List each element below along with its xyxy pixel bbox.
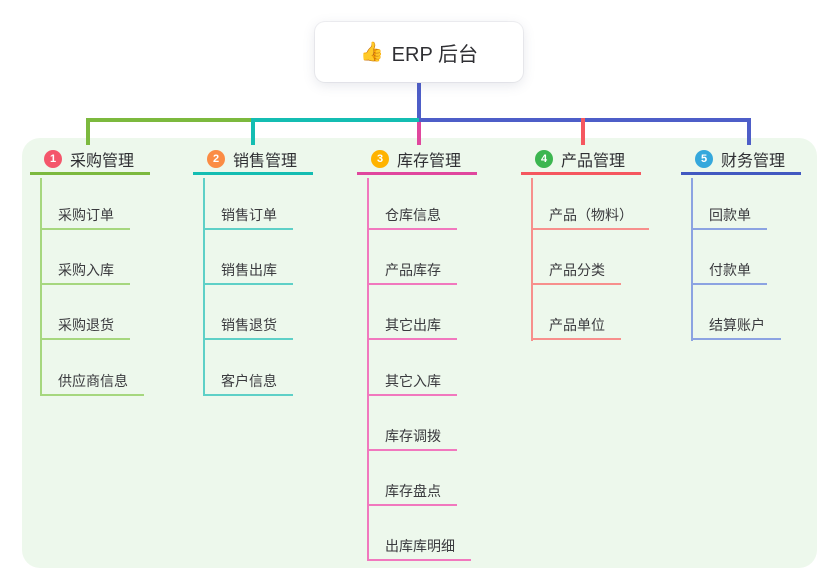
branch-child-connector — [691, 178, 693, 341]
drop-line-purchase — [86, 118, 90, 145]
child-node[interactable]: 采购退货 — [40, 310, 130, 340]
branch-label: 财务管理 — [721, 153, 786, 170]
drop-line-sales — [251, 118, 255, 145]
connector-segment-blue — [419, 118, 751, 122]
branch-number-badge: 1 — [44, 150, 62, 168]
drop-line-product — [581, 118, 585, 145]
child-node[interactable]: 客户信息 — [203, 366, 293, 396]
child-node[interactable]: 出库库明细 — [367, 531, 471, 561]
child-node[interactable]: 采购入库 — [40, 255, 130, 285]
child-node[interactable]: 销售出库 — [203, 255, 293, 285]
branch-number-badge: 5 — [695, 150, 713, 168]
child-node[interactable]: 供应商信息 — [40, 366, 144, 396]
branch-child-connector — [203, 178, 205, 396]
branch-header-inventory[interactable]: 3 库存管理 — [357, 146, 477, 175]
thumbs-up-icon: 👍 — [360, 42, 384, 63]
branch-header-product[interactable]: 4 产品管理 — [521, 146, 641, 175]
child-node[interactable]: 库存调拨 — [367, 421, 457, 451]
branch-header-purchase[interactable]: 1 采购管理 — [30, 146, 150, 175]
child-node[interactable]: 库存盘点 — [367, 476, 457, 506]
branch-header-finance[interactable]: 5 财务管理 — [681, 146, 801, 175]
child-node[interactable]: 产品分类 — [531, 255, 621, 285]
branch-label: 采购管理 — [70, 153, 135, 170]
root-node[interactable]: 👍 ERP 后台 — [315, 22, 523, 82]
child-node[interactable]: 销售订单 — [203, 200, 293, 230]
branch-child-connector — [40, 178, 42, 396]
branch-number-badge: 3 — [371, 150, 389, 168]
branches-panel — [22, 138, 817, 568]
child-node[interactable]: 仓库信息 — [367, 200, 457, 230]
branch-number-badge: 2 — [207, 150, 225, 168]
branch-child-connector — [367, 178, 369, 561]
child-node[interactable]: 结算账户 — [691, 310, 781, 340]
connector-segment-green — [86, 118, 253, 122]
branch-label: 销售管理 — [233, 153, 298, 170]
child-node[interactable]: 其它入库 — [367, 366, 457, 396]
child-node[interactable]: 采购订单 — [40, 200, 130, 230]
drop-line-inventory — [417, 122, 421, 145]
drop-line-finance — [747, 118, 751, 145]
branch-child-connector — [531, 178, 533, 341]
root-stem-line — [417, 82, 421, 118]
child-node[interactable]: 产品单位 — [531, 310, 621, 340]
child-node[interactable]: 产品（物料） — [531, 200, 649, 230]
branch-label: 库存管理 — [397, 153, 462, 170]
root-node-label: ERP 后台 — [391, 43, 478, 66]
child-node[interactable]: 付款单 — [691, 255, 767, 285]
child-node[interactable]: 销售退货 — [203, 310, 293, 340]
connector-segment-teal — [253, 118, 419, 122]
branch-label: 产品管理 — [561, 153, 626, 170]
child-node[interactable]: 产品库存 — [367, 255, 457, 285]
child-node[interactable]: 其它出库 — [367, 310, 457, 340]
branch-number-badge: 4 — [535, 150, 553, 168]
child-node[interactable]: 回款单 — [691, 200, 767, 230]
branch-header-sales[interactable]: 2 销售管理 — [193, 146, 313, 175]
